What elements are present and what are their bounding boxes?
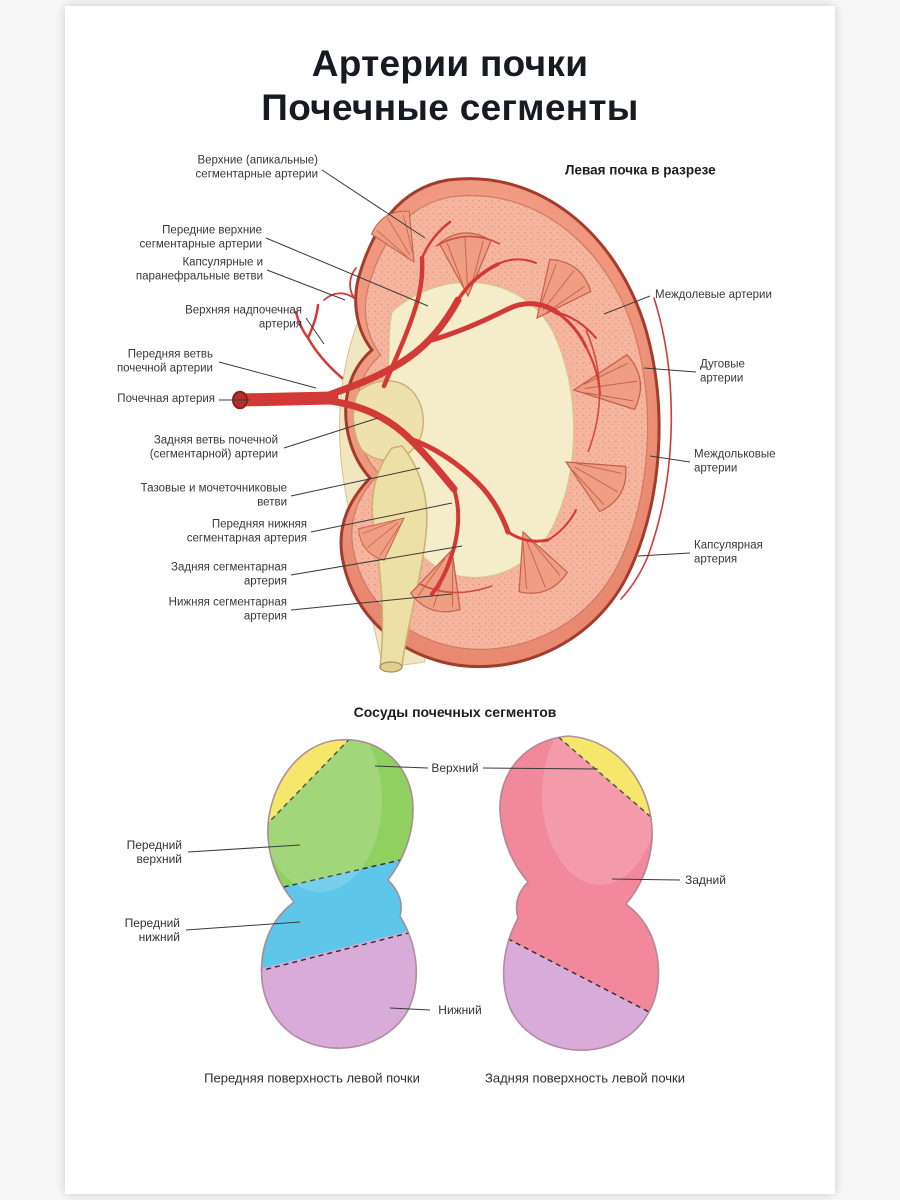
segments-figure-title: Сосуды почечных сегментов — [353, 704, 557, 720]
label-superior-adrenal-artery: Верхняя надпочечная артерия — [185, 304, 302, 330]
caption-posterior-surface: Задняя поверхность левой почки — [484, 1070, 686, 1086]
segment-kidney-posterior — [499, 735, 660, 1051]
label-renal-artery: Почечная артерия — [117, 393, 215, 406]
capsular-artery-line — [620, 297, 673, 600]
kidney-cross-section — [218, 169, 697, 673]
ureter-cut-end — [379, 661, 403, 673]
label-pelvic-ureteric-branches: Тазовые и мочеточниковые ветви — [140, 482, 287, 508]
segments-leader-lines — [185, 765, 681, 1011]
label-anterior-inferior-segmental-artery: Передняя нижняя сегментарная артерия — [186, 518, 307, 544]
kidney-outline-posterior — [499, 735, 660, 1051]
label-anterior-superior-segmental-arteries: Передние верхние сегментарные артерии — [139, 224, 262, 250]
poster-title: Артерии почки Почечные сегменты — [0, 42, 900, 131]
label-capsular-paranephric-branches: Капсулярные и паранефральные ветви — [135, 256, 263, 282]
poster-title-line-1: Артерии почки — [311, 43, 589, 84]
label-interlobar-arteries: Междолевые артерии — [655, 289, 772, 302]
label-anterior-branch-renal-artery: Передняя ветвь почечной артерии — [116, 348, 213, 374]
anterior-branch-artery — [322, 296, 462, 400]
label-posterior-branch-renal-artery: Задняя ветвь почечной (сегментарной) арт… — [149, 434, 278, 460]
caption-anterior-surface: Передняя поверхность левой почки — [204, 1070, 420, 1086]
poster-title-line-2: Почечные сегменты — [261, 87, 639, 129]
segment-inferior-anterior-view — [261, 923, 417, 1049]
label-segment-anterior-superior: Передний верхний — [126, 837, 182, 866]
label-posterior-segmental-artery: Задняя сегментарная артерия — [171, 561, 287, 587]
segment-kidney-anterior — [260, 738, 418, 1049]
kidney-outline-anterior — [260, 738, 418, 1049]
label-capsular-artery: Капсулярная артерия — [694, 539, 763, 565]
capsular-paranephric-branches — [323, 267, 357, 301]
label-arcuate-arteries: Дуговые артерии — [700, 358, 745, 384]
label-segment-anterior-inferior: Передний нижний — [124, 915, 180, 944]
renal-artery-trunk — [233, 391, 339, 407]
cross-section-leader-lines — [218, 169, 697, 611]
label-interlobular-arteries: Междольковые артерии — [694, 448, 776, 474]
label-segment-superior: Верхний — [431, 760, 479, 775]
label-upper-apical-segmental-arteries: Верхние (апикальные) сегментарные артери… — [195, 154, 318, 180]
label-segment-inferior: Нижний — [438, 1002, 482, 1017]
renal-arteries — [232, 220, 673, 600]
label-inferior-segmental-artery: Нижняя сегментарная артерия — [168, 596, 287, 622]
superior-adrenal-artery — [294, 303, 344, 380]
cross-section-title: Левая почка в разрезе — [565, 162, 716, 178]
label-segment-posterior: Задний — [685, 872, 726, 887]
